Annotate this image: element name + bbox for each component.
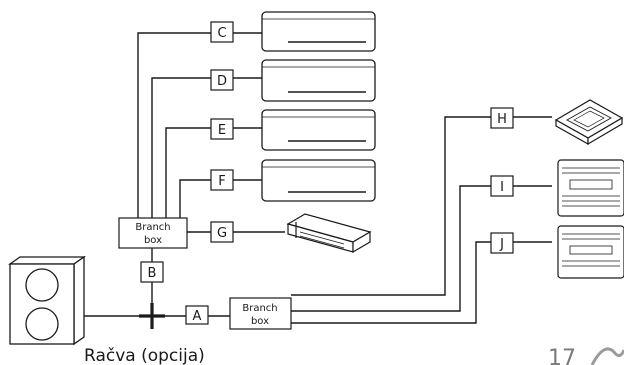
wall-mounted-unit-icon <box>261 109 376 151</box>
label-box-h: H <box>490 107 514 129</box>
floor-console-unit-icon <box>557 159 624 217</box>
page-number: 17 <box>548 346 576 365</box>
label-box-b: B <box>140 261 164 283</box>
label-box-i: I <box>490 175 514 197</box>
label-box-a: A <box>185 305 209 325</box>
floor-console-unit-icon <box>557 225 624 279</box>
ducted-unit-icon <box>286 213 372 254</box>
svg-text:A: A <box>193 309 202 324</box>
label-box-f: F <box>210 169 234 191</box>
svg-text:F: F <box>218 174 225 189</box>
label-box-e: E <box>210 118 234 140</box>
svg-text:G: G <box>217 226 227 241</box>
label-box-c: C <box>210 21 234 43</box>
joint-caption: Račva (opcija) <box>84 346 205 365</box>
branch-box-2: Branch box <box>229 297 292 330</box>
svg-text:Branch: Branch <box>135 222 170 233</box>
svg-text:Branch: Branch <box>242 303 277 314</box>
svg-text:D: D <box>217 74 227 89</box>
svg-text:H: H <box>497 112 507 127</box>
label-box-d: D <box>210 69 234 91</box>
svg-text:J: J <box>499 237 504 252</box>
wall-mounted-unit-icon <box>261 59 376 102</box>
label-box-j: J <box>490 232 514 254</box>
wall-mounted-unit-icon <box>261 159 376 202</box>
svg-text:E: E <box>218 123 226 138</box>
refnet-joint <box>139 303 165 329</box>
label-box-g: G <box>210 221 234 243</box>
outdoor-unit-icon <box>7 255 87 346</box>
svg-text:B: B <box>148 266 157 281</box>
svg-text:C: C <box>217 26 226 41</box>
svg-text:box: box <box>251 316 269 327</box>
svg-text:box: box <box>144 235 162 246</box>
brand-logo-icon <box>590 347 624 365</box>
branch-box-1: Branch box <box>118 217 188 249</box>
cassette-unit-icon <box>554 99 624 146</box>
wall-mounted-unit-icon <box>261 11 376 52</box>
svg-text:I: I <box>500 180 504 195</box>
